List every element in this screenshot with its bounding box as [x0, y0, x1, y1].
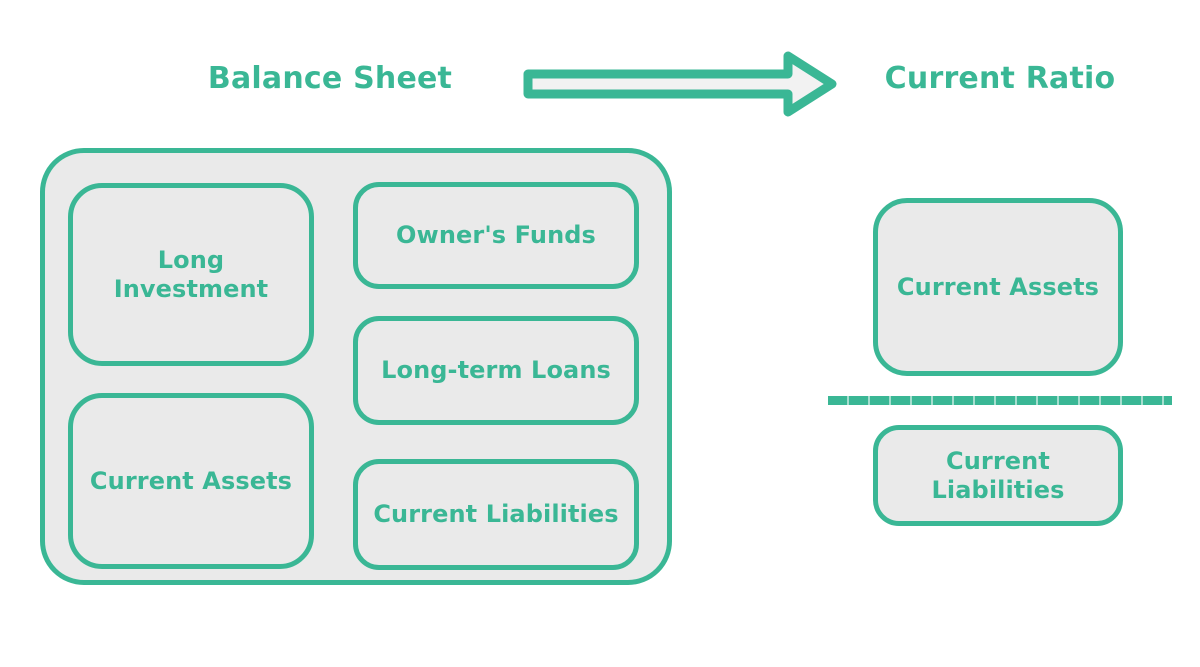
- fraction-bar: [828, 396, 1172, 405]
- box-long-term-loans-label: Long-term Loans: [381, 356, 611, 385]
- box-current-liabilities[interactable]: Current Liabilities: [353, 459, 639, 570]
- ratio-numerator-label: Current Assets: [896, 272, 1100, 301]
- ratio-denominator-label: Current Liabilities: [931, 447, 1065, 504]
- box-owners-funds-label: Owner's Funds: [396, 221, 596, 250]
- balance-sheet-title: Balance Sheet: [207, 61, 453, 96]
- box-current-assets[interactable]: Current Assets: [68, 393, 314, 569]
- right-arrow-icon: [523, 51, 837, 117]
- current-ratio-title: Current Ratio: [884, 61, 1116, 96]
- box-current-assets-label: Current Assets: [89, 466, 293, 495]
- box-current-liabilities-label: Current Liabilities: [373, 500, 619, 529]
- ratio-denominator-current-liabilities[interactable]: Current Liabilities: [873, 425, 1123, 526]
- box-owners-funds[interactable]: Owner's Funds: [353, 182, 639, 289]
- box-long-term-loans[interactable]: Long-term Loans: [353, 316, 639, 425]
- ratio-numerator-current-assets[interactable]: Current Assets: [873, 198, 1123, 376]
